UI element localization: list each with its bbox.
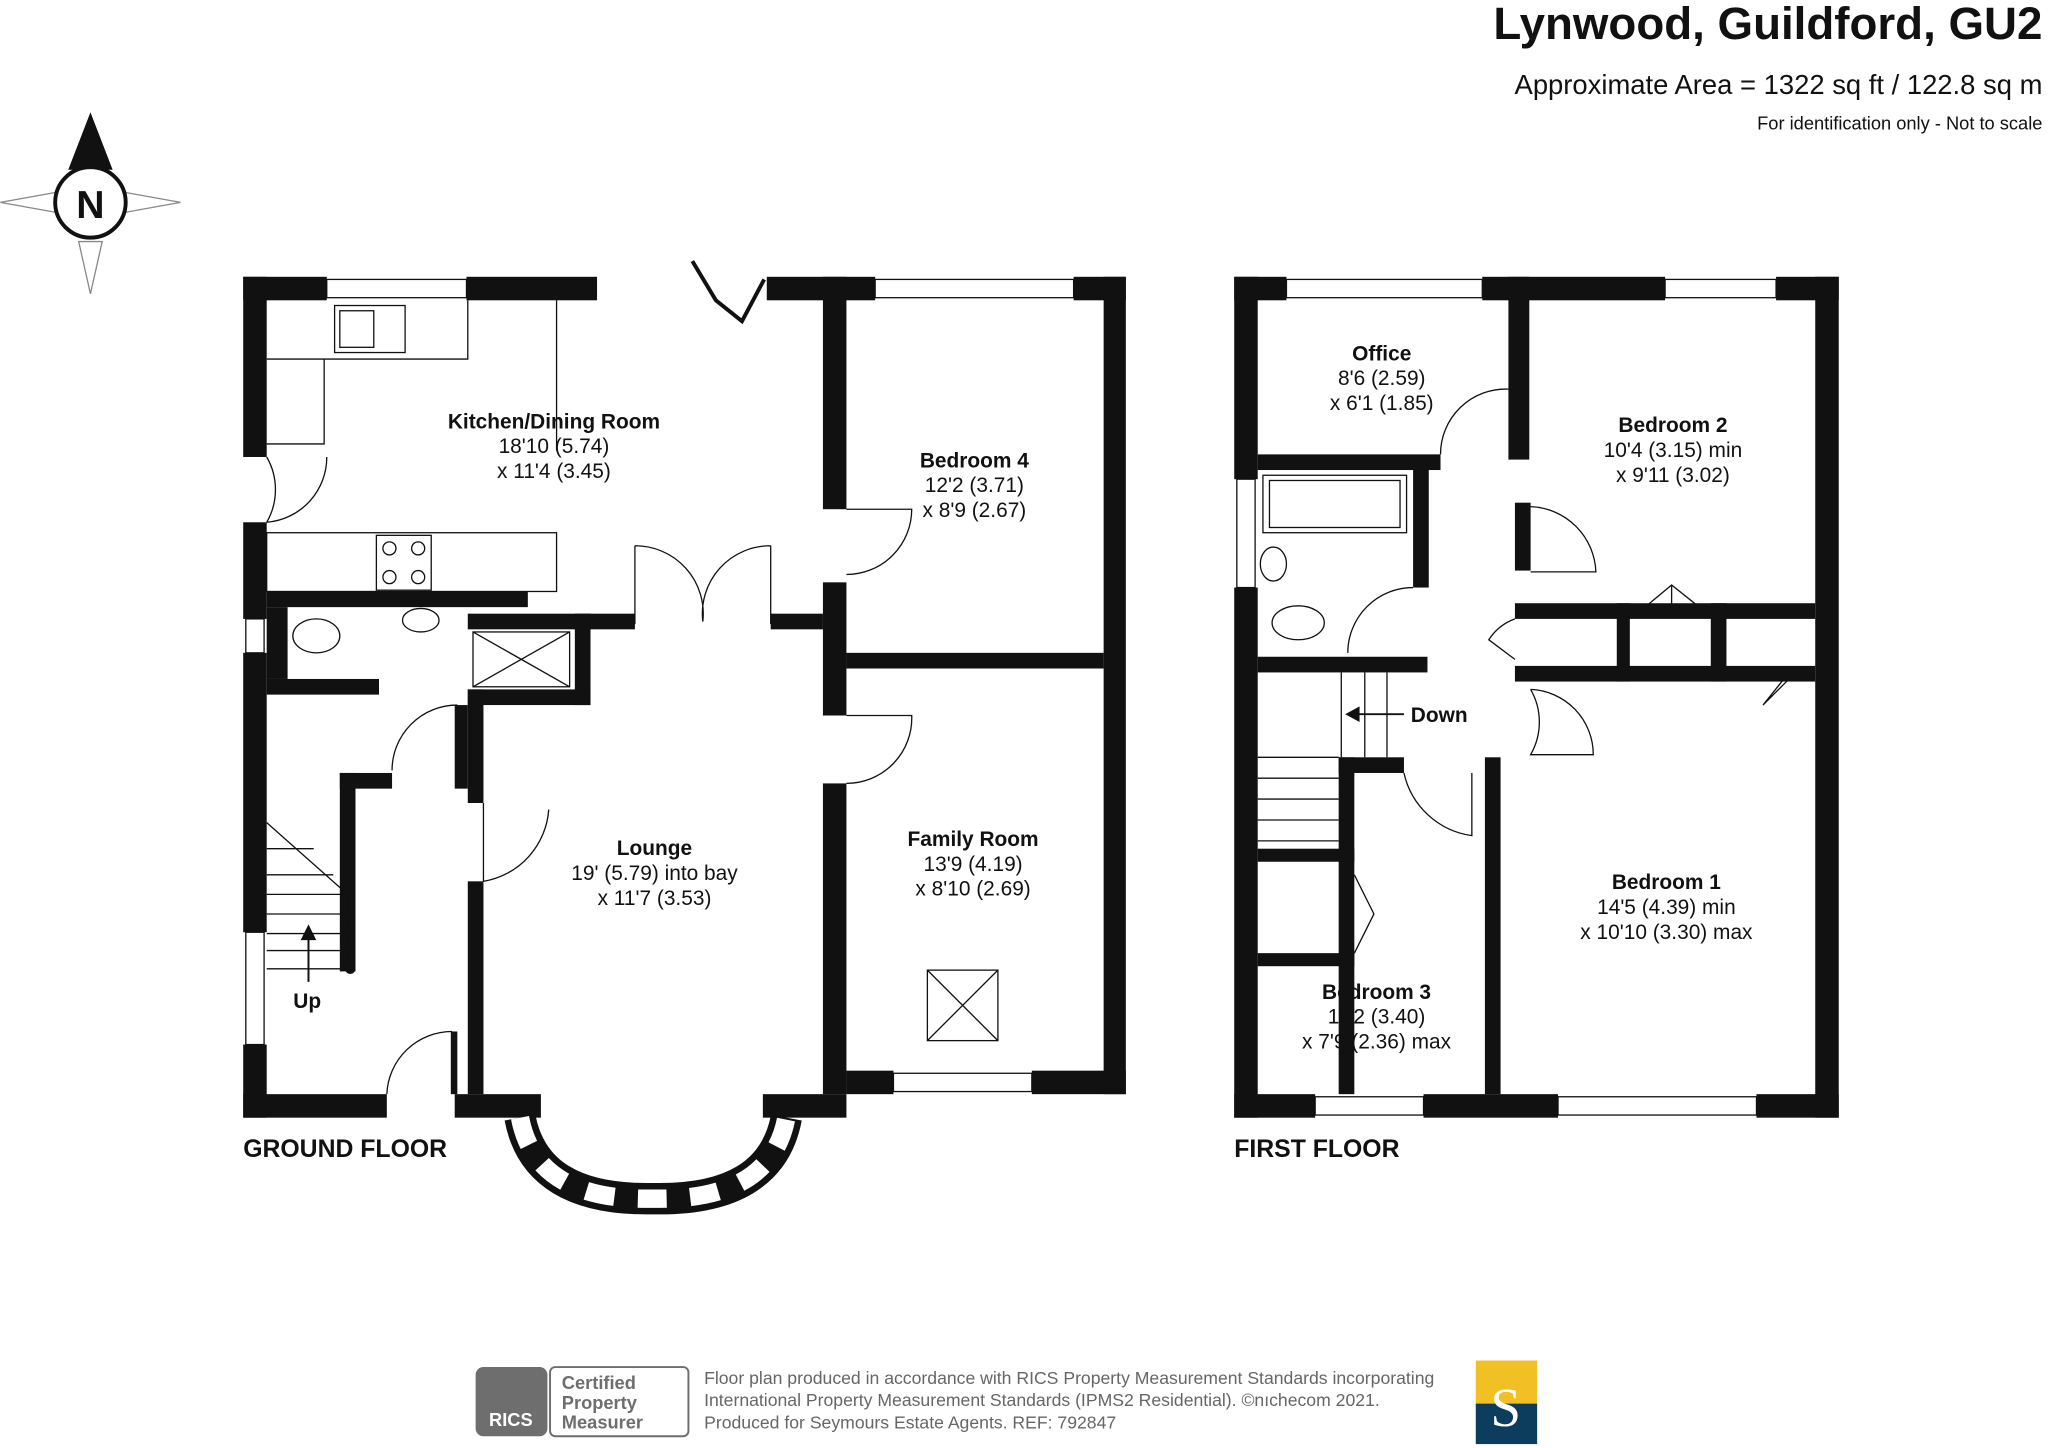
room-name-bedroom-1: Bedroom 1 — [1612, 871, 1721, 894]
room-dim-bedroom-1-2: x 10'10 (3.30) max — [1580, 921, 1753, 944]
compass-north-label: N — [76, 184, 104, 227]
first-floor-label: FIRST FLOOR — [1234, 1136, 1399, 1163]
rics-badge: RICS Certified Property Measurer — [475, 1366, 690, 1438]
room-name-bedroom-4: Bedroom 4 — [920, 449, 1029, 472]
badge-line-3: Measurer — [562, 1411, 643, 1432]
room-dim-kitchen-dining-2: x 11'4 (3.45) — [497, 460, 611, 483]
room-dim-bedroom-2-2: x 9'11 (3.02) — [1616, 464, 1730, 487]
badge-line-2: Property — [562, 1392, 638, 1413]
lounge-bay-window — [504, 1114, 802, 1215]
room-name-bedroom-3: Bedroom 3 — [1322, 981, 1431, 1004]
room-dim-bedroom-1: 14'5 (4.39) min — [1597, 896, 1736, 919]
compass-icon: N — [0, 112, 181, 294]
footer-note-3: Produced for Seymours Estate Agents. REF… — [704, 1412, 1116, 1432]
rics-logo-text: RICS — [489, 1409, 533, 1430]
property-title: Lynwood, Guildford, GU2 — [1493, 0, 2042, 49]
room-name-lounge: Lounge — [617, 837, 692, 860]
room-dim-bedroom-3: 11'2 (3.40) — [1328, 1006, 1426, 1029]
room-dim-lounge: 19' (5.79) into bay — [571, 862, 738, 885]
agent-logo: S — [1475, 1360, 1538, 1445]
room-dim-bedroom-4-2: x 8'9 (2.67) — [922, 499, 1026, 522]
kitchen-fixtures — [266, 260, 766, 593]
footer-note-2: International Property Measurement Stand… — [704, 1390, 1380, 1410]
room-dim-bedroom-2: 10'4 (3.15) min — [1604, 439, 1743, 462]
approximate-area: Approximate Area = 1322 sq ft / 122.8 sq… — [1515, 69, 2043, 100]
room-dim-office-2: x 6'1 (1.85) — [1330, 392, 1434, 415]
stairs-up-label: Up — [293, 990, 321, 1013]
ground-floor-stairs — [266, 822, 356, 982]
stairs-down-label: Down — [1411, 704, 1468, 727]
room-dim-kitchen-dining: 18'10 (5.74) — [499, 435, 610, 458]
ground-floor-walls — [243, 276, 1126, 1118]
agent-logo-letter: S — [1491, 1377, 1522, 1438]
room-name-bedroom-2: Bedroom 2 — [1618, 414, 1727, 437]
room-name-family-room: Family Room — [908, 828, 1039, 851]
room-dim-bedroom-4: 12'2 (3.71) — [925, 474, 1024, 497]
room-dim-family-room-2: x 8'10 (2.69) — [915, 878, 1030, 901]
room-dim-family-room: 13'9 (4.19) — [924, 853, 1023, 876]
disclaimer: For identification only - Not to scale — [1757, 112, 2042, 133]
room-dim-bedroom-3-2: x 7'9 (2.36) max — [1302, 1030, 1452, 1053]
room-name-kitchen-dining: Kitchen/Dining Room — [448, 410, 660, 433]
badge-line-1: Certified — [562, 1372, 636, 1393]
first-floor-fixtures — [1257, 388, 1790, 954]
ground-floor-doors — [266, 456, 999, 1095]
footer-note-1: Floor plan produced in accordance with R… — [704, 1368, 1434, 1388]
room-dim-lounge-2: x 11'7 (3.53) — [598, 887, 712, 910]
first-floor-walls — [1234, 276, 1839, 1118]
room-dim-office: 8'6 (2.59) — [1338, 367, 1426, 390]
ground-floor-label: GROUND FLOOR — [243, 1136, 447, 1163]
room-name-office: Office — [1352, 342, 1411, 365]
